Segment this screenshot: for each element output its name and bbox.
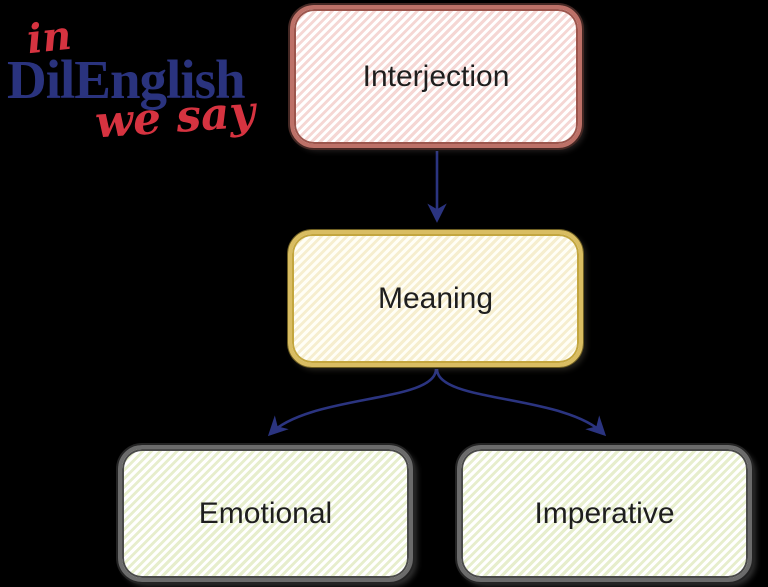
node-interjection: Interjection	[290, 5, 582, 148]
node-label: Interjection	[362, 59, 510, 93]
logo-brand-name: DilEnglish	[7, 49, 246, 110]
logo-word-we-say: we say	[93, 86, 257, 149]
arrow-meaning-to-imperative	[435, 368, 607, 437]
node-emotional: Emotional	[118, 445, 413, 582]
node-meaning: Meaning	[288, 230, 583, 367]
node-label: Emotional	[198, 496, 333, 530]
node-label: Meaning	[377, 281, 494, 315]
node-label: Imperative	[534, 496, 675, 530]
brand-logo: in DilEnglish we say	[0, 0, 300, 170]
node-imperative: Imperative	[457, 445, 752, 582]
arrow-meaning-to-emotional	[267, 368, 438, 437]
